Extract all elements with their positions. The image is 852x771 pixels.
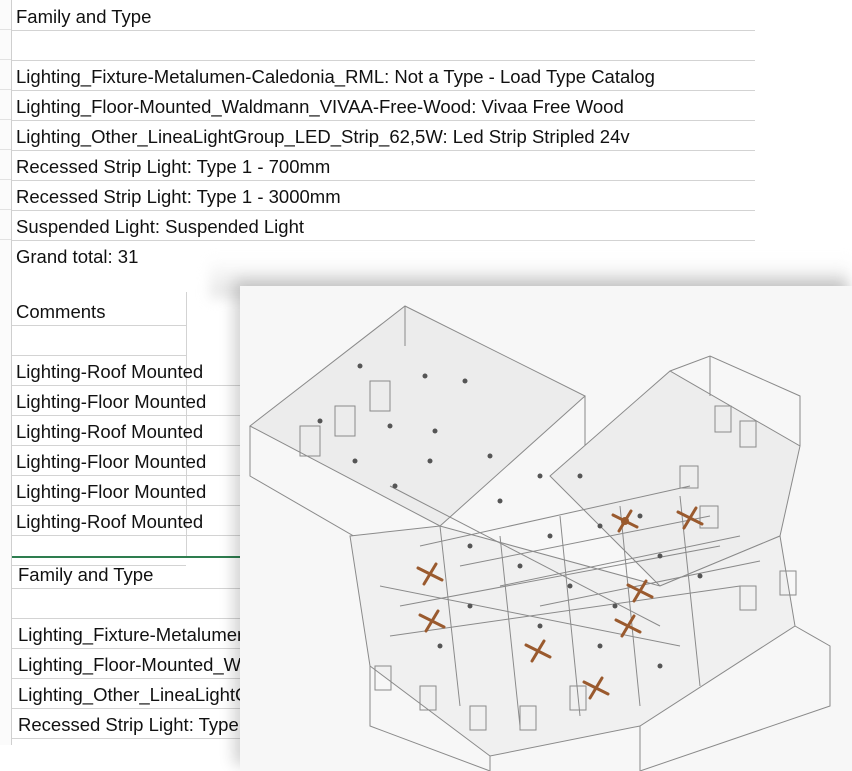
table-row[interactable]: Lighting_Other_LineaLightGroup_LED_Strip… xyxy=(12,122,755,151)
table-row-empty[interactable] xyxy=(12,32,755,61)
table-row[interactable]: Lighting-Roof Mounted xyxy=(12,507,252,536)
table-row[interactable]: Lighting_Fixture-Metalumen-Caledonia_RML… xyxy=(12,620,252,649)
3d-building-render[interactable] xyxy=(240,286,852,771)
row-gutter xyxy=(0,0,12,745)
table-row[interactable]: Lighting-Floor Mounted xyxy=(12,447,252,476)
table-row[interactable]: Lighting-Roof Mounted xyxy=(12,417,252,446)
table-row[interactable]: Lighting-Roof Mounted xyxy=(12,357,252,386)
column-header-family-type[interactable]: Family and Type xyxy=(12,560,252,589)
table-row[interactable]: Lighting_Floor-Mounted_Waldmann_VIVAA-Fr… xyxy=(12,92,755,121)
table-row[interactable]: Recessed Strip Light: Type 1 - 700mm xyxy=(12,710,252,739)
table-row-empty[interactable] xyxy=(12,590,252,619)
table-row[interactable]: Lighting-Floor Mounted xyxy=(12,477,252,506)
table-row-empty[interactable] xyxy=(12,537,186,566)
column-header-comments[interactable]: Comments xyxy=(12,297,186,326)
table-row[interactable]: Lighting-Floor Mounted xyxy=(12,387,252,416)
table-row[interactable]: Lighting_Fixture-Metalumen-Caledonia_RML… xyxy=(12,62,755,91)
table-row-empty[interactable] xyxy=(12,327,186,356)
selection-border xyxy=(12,556,240,558)
building-wireframe xyxy=(249,305,831,771)
table-row[interactable]: Suspended Light: Suspended Light xyxy=(12,212,755,241)
table-row[interactable]: Lighting_Other_LineaLightGroup_LED_Strip… xyxy=(12,680,252,709)
grand-total[interactable]: Grand total: 31 xyxy=(16,246,139,267)
table-row[interactable]: Recessed Strip Light: Type 1 - 700mm xyxy=(12,152,755,181)
column-header-family-type[interactable]: Family and Type xyxy=(12,2,755,31)
table-row[interactable]: Lighting_Floor-Mounted_Waldmann_VIVAA-Fr… xyxy=(12,650,252,679)
table-row[interactable]: Recessed Strip Light: Type 1 - 3000mm xyxy=(12,182,755,211)
